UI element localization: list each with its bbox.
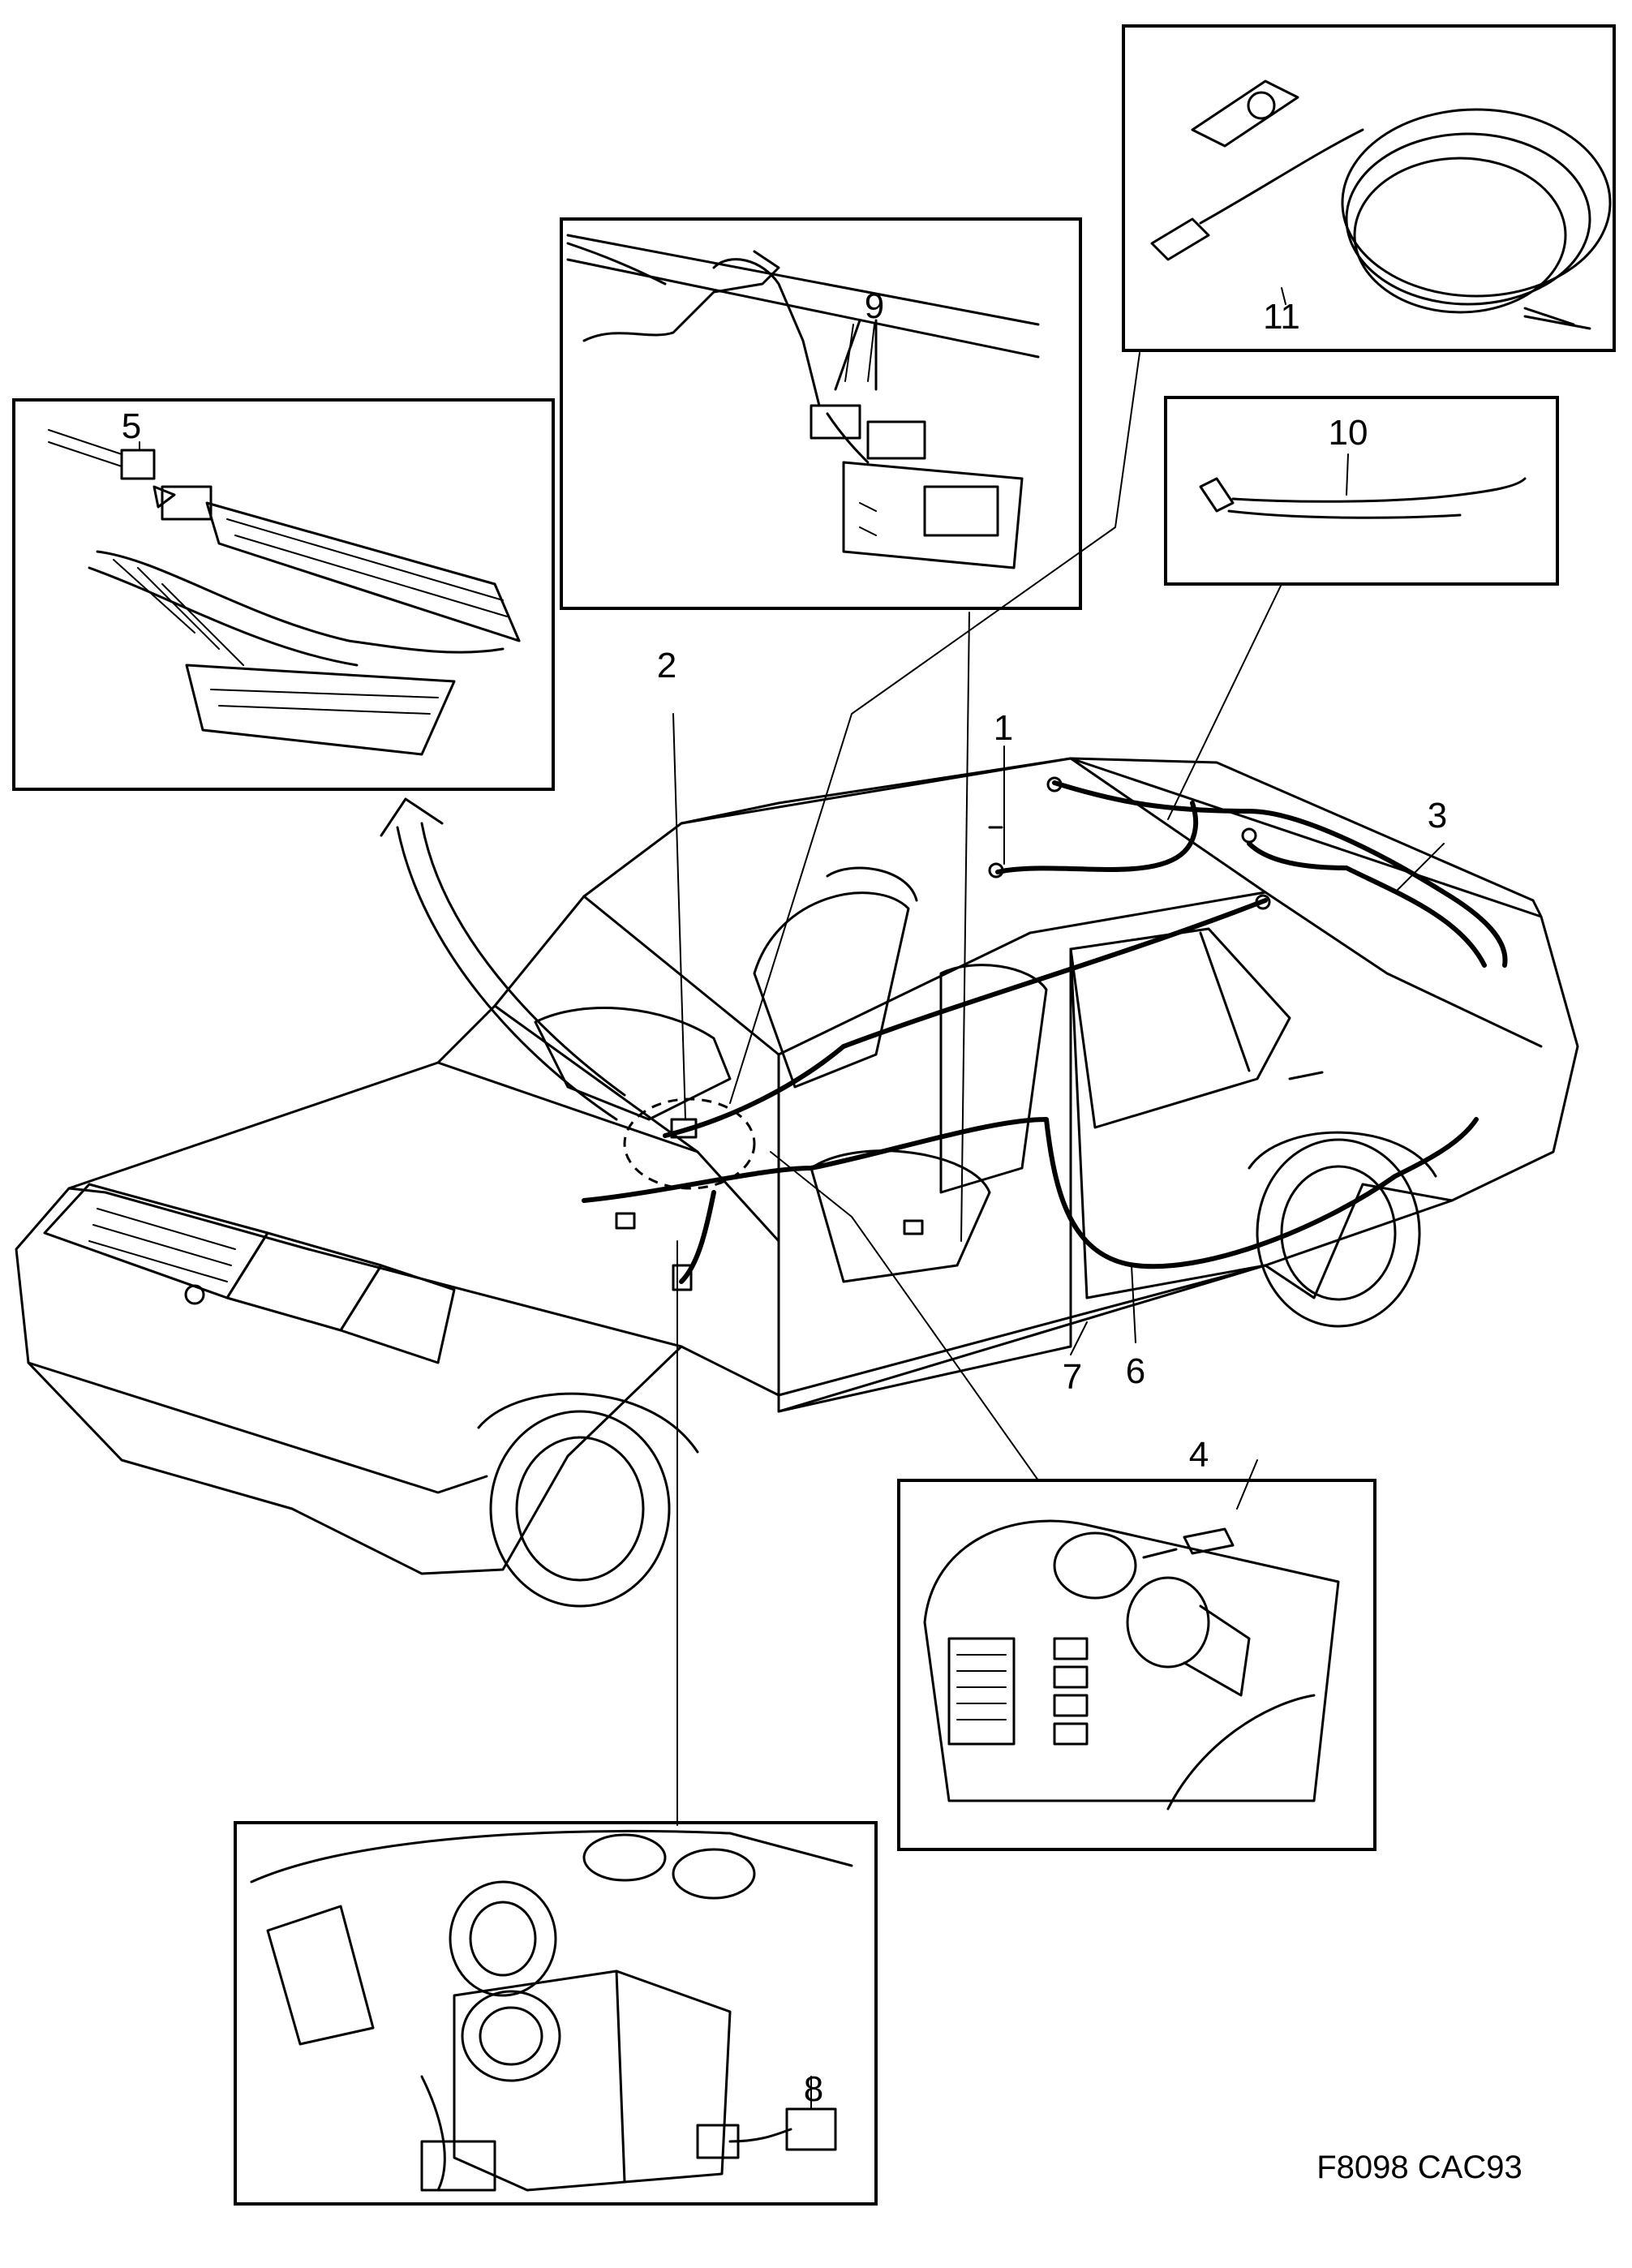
inset-8 [234,1821,878,2206]
figure-code: F8098 CAC93 [1316,2150,1522,2185]
callout-9: 9 [865,286,884,326]
leader-lines [139,287,1445,2110]
callout-2: 2 [657,646,676,685]
inset-11 [1122,24,1616,352]
callout-8: 8 [804,2069,823,2109]
callout-11: 11 [1263,297,1300,337]
callout-4: 4 [1189,1435,1209,1475]
inset-5 [12,398,555,791]
callout-5: 5 [122,406,141,446]
callout-7: 7 [1063,1357,1082,1397]
callout-6: 6 [1126,1351,1145,1391]
inset-4 [897,1479,1376,1851]
inset-10 [1164,396,1559,586]
callout-1: 1 [994,708,1013,748]
callout-3: 3 [1428,796,1447,835]
car-illustration [15,757,1579,1608]
wiring-harness [582,776,1508,1291]
inset-9 [560,217,1082,610]
callout-10: 10 [1329,413,1368,453]
curved-arrow [380,797,626,1121]
